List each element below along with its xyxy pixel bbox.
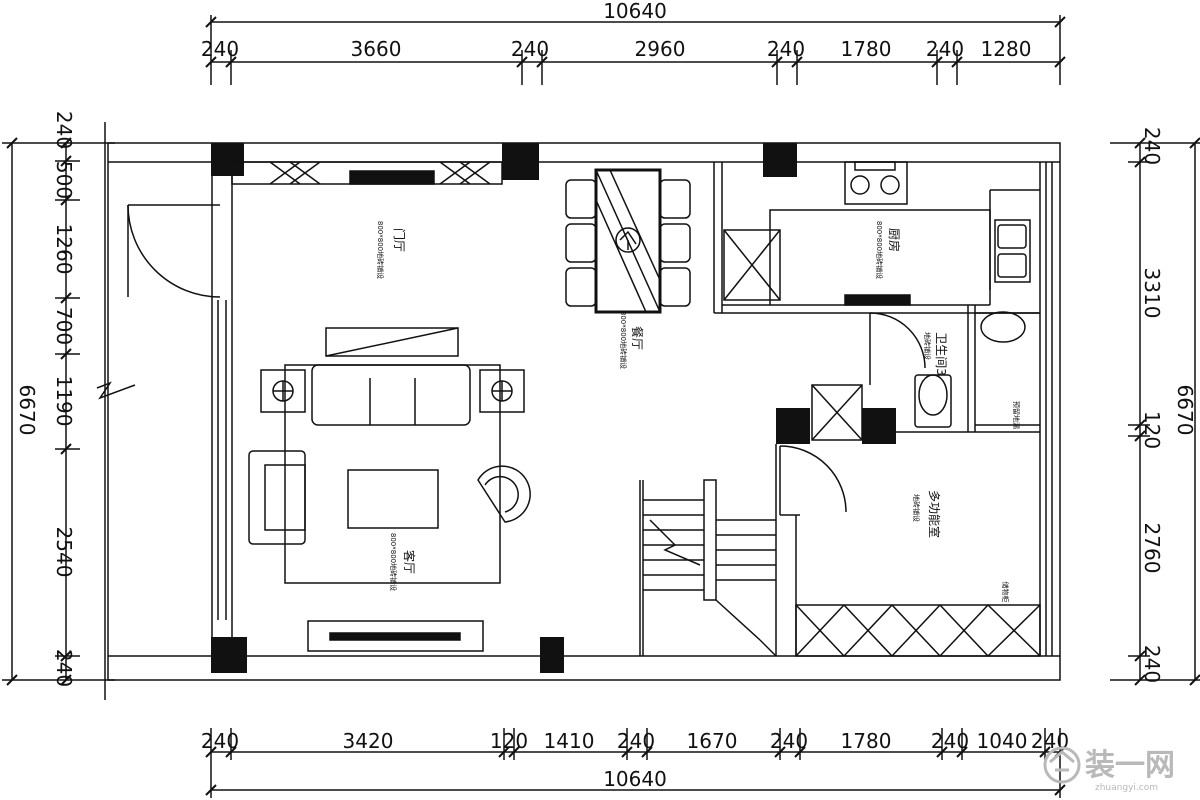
dim-bottom-5: 1670 — [687, 729, 738, 753]
dim-top-total: 10640 — [603, 0, 667, 23]
staircase — [643, 479, 777, 657]
dim-top-3: 2960 — [635, 37, 686, 61]
left-dimension-lines — [2, 122, 136, 700]
living-furniture — [248, 327, 531, 652]
right-dimension-lines — [1110, 137, 1200, 686]
dim-top-2: 240 — [511, 37, 549, 61]
dim-left-2: 1260 — [52, 224, 76, 275]
dim-left-1: 500 — [52, 161, 76, 199]
storage-note: 储物柜 — [1001, 582, 1010, 603]
room-multi-name: 多功能室 — [927, 490, 942, 538]
top-cabinet — [231, 161, 503, 185]
dim-top-6: 240 — [926, 37, 964, 61]
dim-right-total: 6670 — [1173, 385, 1197, 436]
dim-top-5: 1780 — [841, 37, 892, 61]
dim-left-3: 700 — [52, 307, 76, 345]
bathroom-fixtures — [811, 311, 1040, 441]
dim-right-2: 120 — [1140, 411, 1164, 449]
floor-drain-note: 预留地漏 — [1012, 401, 1021, 429]
room-multi-floor: 地砖铺设 — [912, 494, 921, 522]
dim-left-4: 1190 — [52, 376, 76, 427]
dim-top-0: 240 — [201, 37, 239, 61]
room-living-name: 客厅 — [402, 550, 417, 574]
room-labels: 门厅 800*800地砖铺设 餐厅 800*800地砖铺设 厨房 800*800… — [376, 221, 1021, 603]
dim-bottom-2: 120 — [490, 729, 528, 753]
dim-top-4: 240 — [767, 37, 805, 61]
dim-top-1: 3660 — [351, 37, 402, 61]
storage-cabinet — [795, 604, 1041, 657]
dim-bottom-1: 3420 — [343, 729, 394, 753]
dim-left-0: 240 — [52, 111, 76, 149]
dim-top-7: 1280 — [981, 37, 1032, 61]
dim-bottom-total: 10640 — [603, 767, 667, 791]
dimension-labels: 10640 240 3660 240 2960 240 1780 240 128… — [15, 0, 1197, 791]
watermark-url: zhuangyi.com — [1095, 783, 1158, 793]
kitchen-fixtures — [723, 161, 1040, 306]
room-kitchen-name: 厨房 — [887, 228, 902, 252]
dim-bottom-8: 240 — [931, 729, 969, 753]
dim-left-total: 6670 — [15, 385, 39, 436]
dim-left-6: 240 — [52, 649, 76, 687]
dim-right-3: 2760 — [1140, 523, 1164, 574]
room-bathroom-floor: 地砖铺设 — [923, 332, 932, 360]
dim-bottom-9: 1040 — [977, 729, 1028, 753]
dim-bottom-3: 1410 — [544, 729, 595, 753]
room-dining-name: 餐厅 — [630, 326, 645, 350]
room-kitchen-floor: 800*800地砖铺设 — [875, 221, 884, 279]
room-living-floor: 800*800地砖铺设 — [389, 533, 398, 591]
exterior-walls — [107, 142, 1061, 681]
dim-bottom-0: 240 — [201, 729, 239, 753]
watermark-logo: 装一网 — [1085, 748, 1175, 783]
dining-set — [565, 168, 691, 314]
entry-door — [127, 204, 227, 620]
top-dimension-lines — [205, 15, 1066, 85]
room-bathroom-name: 卫生间3 — [934, 332, 948, 376]
watermark: 装一网 zhuangyi.com — [1043, 746, 1175, 793]
room-dining-floor: 800*800地砖铺设 — [619, 311, 628, 369]
multifunction-door — [779, 445, 847, 516]
dim-right-0: 240 — [1140, 127, 1164, 165]
columns — [211, 143, 896, 673]
room-foyer-name: 门厅 — [392, 228, 407, 252]
dim-left-5: 2540 — [52, 527, 76, 578]
dim-right-1: 3310 — [1140, 268, 1164, 319]
dim-right-4: 240 — [1140, 645, 1164, 683]
dim-bottom-6: 240 — [770, 729, 808, 753]
room-foyer-floor: 800*800地砖铺设 — [376, 221, 385, 279]
dim-bottom-7: 1780 — [841, 729, 892, 753]
bottom-dimension-lines — [205, 728, 1066, 798]
dim-bottom-4: 240 — [617, 729, 655, 753]
